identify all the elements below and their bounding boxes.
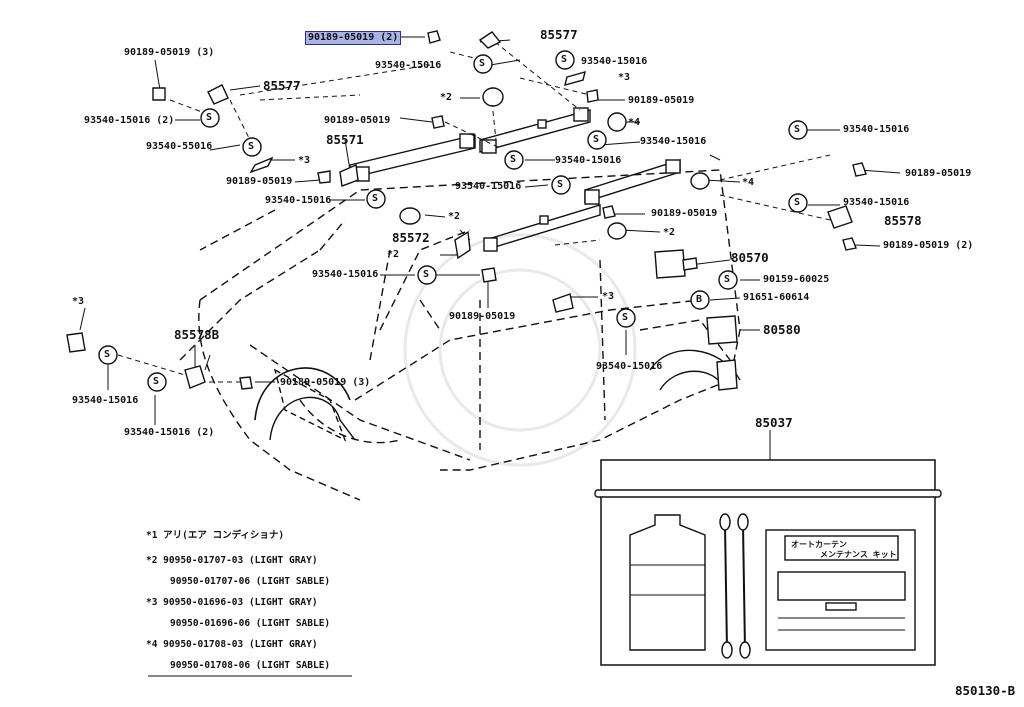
s-marker-label: S bbox=[104, 349, 111, 360]
van-outline bbox=[179, 169, 741, 501]
callout-90189-05019-3-lower[interactable]: 90189-05019 (3) bbox=[280, 377, 371, 388]
s-marker-label: S bbox=[622, 312, 629, 323]
callout-85578b[interactable]: 85578B bbox=[174, 327, 220, 342]
s-marker-label: S bbox=[724, 274, 731, 285]
callout-85037[interactable]: 85037 bbox=[755, 415, 793, 430]
roof-rail-center bbox=[479, 107, 591, 154]
part-80570 bbox=[654, 249, 698, 279]
callout-90189-05019-lower[interactable]: 90189-05019 bbox=[449, 311, 516, 322]
marker-star2: *2 bbox=[387, 249, 400, 260]
marker-star2: *2 bbox=[663, 227, 676, 238]
callout-93540-15016-center2[interactable]: 93540-15016 bbox=[455, 181, 522, 192]
callout-85578[interactable]: 85578 bbox=[884, 213, 922, 228]
callout-90189-05019-2-right[interactable]: 90189-05019 (2) bbox=[883, 240, 974, 251]
front-wheel-arch bbox=[254, 367, 351, 421]
rear-wheel bbox=[659, 370, 726, 391]
kit-card-line2: メンテナンス キット bbox=[820, 550, 897, 559]
marker-star3: *3 bbox=[72, 296, 85, 307]
s-marker-label: S bbox=[153, 376, 160, 387]
s-marker-label: S bbox=[794, 197, 801, 208]
callout-93540-15016-2-bottom[interactable]: 93540-15016 (2) bbox=[124, 427, 215, 438]
callout-93540-15016-a[interactable]: 93540-15016 bbox=[375, 60, 442, 71]
callout-90159-60025[interactable]: 90159-60025 bbox=[763, 274, 830, 285]
brackets bbox=[184, 31, 853, 389]
s-marker-label: S bbox=[423, 269, 430, 280]
note-1: *1 アリ(エア コンディショナ) bbox=[146, 530, 285, 541]
callout-80580[interactable]: 80580 bbox=[763, 322, 801, 337]
marker-star3: *3 bbox=[298, 155, 311, 166]
s-marker-label: S bbox=[206, 112, 213, 123]
note-3b: 90950-01696-06 (LIGHT SABLE) bbox=[170, 618, 331, 629]
note-2: *2 90950-01707-03 (LIGHT GRAY) bbox=[146, 555, 318, 566]
callout-90189-05019-right-mid[interactable]: 90189-05019 bbox=[651, 208, 718, 219]
marker-star4: *4 bbox=[742, 177, 755, 188]
marker-star3: *3 bbox=[618, 72, 631, 83]
clips bbox=[152, 30, 867, 390]
callout-93540-15016-center-right[interactable]: 93540-15016 bbox=[640, 136, 707, 147]
callout-highlighted-90189-05019-2[interactable]: 90189-05019 (2) bbox=[305, 31, 402, 45]
s-marker-label: S bbox=[372, 193, 379, 204]
kit-card-line1: オートカーテン bbox=[791, 540, 847, 549]
b-marker bbox=[690, 290, 710, 310]
callout-93540-15016-left3[interactable]: 93540-15016 bbox=[312, 269, 379, 280]
watermark-emblem bbox=[403, 233, 637, 467]
callout-85577-top[interactable]: 85577 bbox=[540, 27, 578, 42]
marker-star2: *2 bbox=[440, 92, 453, 103]
roof-rail-lower bbox=[483, 204, 601, 252]
callout-93540-15016-top-right[interactable]: 93540-15016 bbox=[581, 56, 648, 67]
callout-90189-05019-left2[interactable]: 90189-05019 bbox=[226, 176, 293, 187]
s-marker-label: S bbox=[794, 124, 801, 135]
note-4: *4 90950-01708-03 (LIGHT GRAY) bbox=[146, 639, 318, 650]
callout-90189-05019-right1[interactable]: 90189-05019 bbox=[905, 168, 972, 179]
roof-rail-left bbox=[349, 133, 476, 182]
s-marker-label: S bbox=[593, 134, 600, 145]
s-markers bbox=[98, 50, 808, 392]
callout-93540-55016[interactable]: 93540-55016 bbox=[146, 141, 213, 152]
callout-85577-left[interactable]: 85577 bbox=[263, 78, 301, 93]
marker-star2: *2 bbox=[448, 211, 461, 222]
callout-85572[interactable]: 85572 bbox=[392, 230, 430, 245]
s-marker-label: S bbox=[561, 54, 568, 65]
callout-90189-05019-mid[interactable]: 90189-05019 bbox=[324, 115, 391, 126]
note-3: *3 90950-01696-03 (LIGHT GRAY) bbox=[146, 597, 318, 608]
callout-93540-15016-center[interactable]: 93540-15016 bbox=[555, 155, 622, 166]
marker-star3: *3 bbox=[602, 291, 615, 302]
roof-rail-right bbox=[584, 159, 681, 205]
callout-90189-05019-center[interactable]: 90189-05019 bbox=[628, 95, 695, 106]
callout-93540-15016-2-left[interactable]: 93540-15016 (2) bbox=[84, 115, 175, 126]
callout-93540-15016-right1[interactable]: 93540-15016 bbox=[843, 124, 910, 135]
marker-star4: *4 bbox=[628, 117, 641, 128]
callout-93540-15016-bottom-left[interactable]: 93540-15016 bbox=[72, 395, 139, 406]
s-marker-label: S bbox=[557, 179, 564, 190]
callout-93540-15016-right2[interactable]: 93540-15016 bbox=[843, 197, 910, 208]
front-wheel bbox=[269, 396, 356, 441]
s-marker-label: S bbox=[510, 154, 517, 165]
callout-85571[interactable]: 85571 bbox=[326, 132, 364, 147]
caps bbox=[399, 87, 710, 240]
callout-90189-05019-3-left[interactable]: 90189-05019 (3) bbox=[124, 47, 215, 58]
note-4b: 90950-01708-06 (LIGHT SABLE) bbox=[170, 660, 331, 671]
b-marker-label: B bbox=[696, 294, 703, 305]
callout-91651-60614[interactable]: 91651-60614 bbox=[743, 292, 810, 303]
callout-80570[interactable]: 80570 bbox=[731, 250, 769, 265]
s-marker-label: S bbox=[248, 141, 255, 152]
part-80580 bbox=[706, 315, 738, 391]
diagram-code: 850130-B bbox=[955, 683, 1016, 698]
s-marker-label: S bbox=[479, 58, 486, 69]
callout-93540-15016-lower[interactable]: 93540-15016 bbox=[596, 361, 663, 372]
headlight bbox=[273, 368, 347, 442]
kit-85037 bbox=[594, 459, 942, 666]
callout-93540-15016-left2[interactable]: 93540-15016 bbox=[265, 195, 332, 206]
note-2b: 90950-01707-06 (LIGHT SABLE) bbox=[170, 576, 331, 587]
pads bbox=[66, 71, 586, 353]
